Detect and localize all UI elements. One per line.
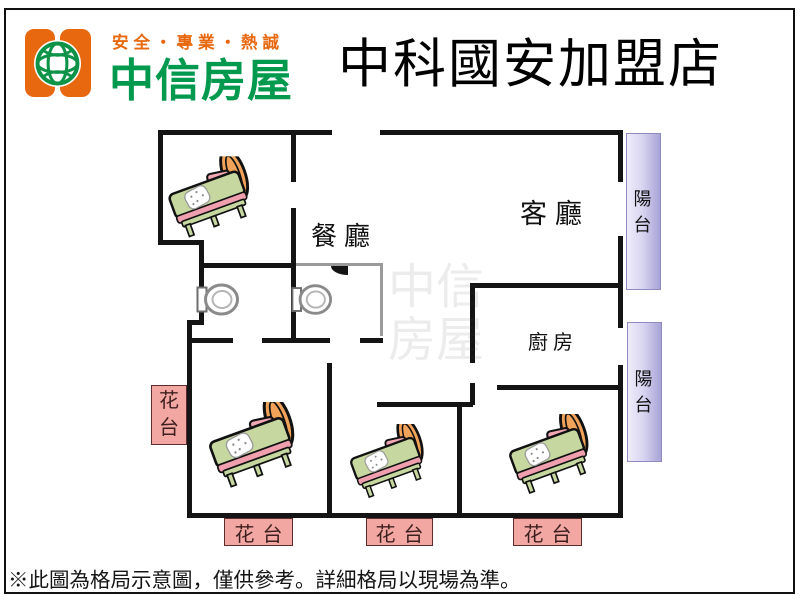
toilet-icon	[291, 282, 333, 318]
bed-icon	[160, 156, 260, 240]
wall-segment	[187, 320, 192, 518]
wall-segment	[470, 283, 623, 288]
wall-segment-gray	[296, 263, 383, 266]
bed-icon	[200, 402, 306, 490]
wall-segment	[199, 263, 296, 268]
dining-room-label: 餐廳	[311, 222, 378, 251]
kitchen-label: 廚房	[528, 332, 578, 354]
flowerbox-left: 花台	[151, 385, 187, 445]
wall-segment	[199, 240, 204, 325]
wall-segment	[327, 363, 332, 515]
page-border	[4, 8, 795, 594]
disclaimer-note: ※此圖為格局示意圖，僅供參考。詳細格局以現場為準。	[8, 570, 521, 592]
wall-segment	[470, 283, 475, 363]
wall-segment	[158, 130, 163, 245]
globe-icon	[34, 40, 81, 87]
wall-segment	[187, 320, 204, 325]
wall-segment	[377, 402, 473, 407]
balcony-bottom-label: 陽台	[634, 369, 653, 416]
wall-segment	[497, 385, 623, 390]
watermark: 中信房屋	[388, 261, 485, 367]
wall-segment	[158, 130, 332, 135]
bed-icon	[342, 424, 434, 500]
living-room-label: 客廳	[520, 199, 590, 229]
wall-segment	[380, 130, 623, 135]
company-slogan: 安全・專業・熱誠	[112, 34, 284, 52]
wall-segment	[470, 383, 475, 405]
wall-segment	[618, 130, 623, 182]
balcony-top-label: 陽台	[633, 189, 652, 236]
balcony-bottom	[627, 322, 662, 462]
company-name: 中信房屋	[109, 55, 294, 106]
wall-segment	[158, 240, 204, 245]
door-swing-icon	[331, 266, 348, 275]
balcony-top	[626, 133, 661, 290]
wall-segment	[618, 236, 623, 328]
flowerbox-bottom-2: 花台	[366, 518, 433, 546]
bed-icon	[500, 414, 600, 496]
wall-segment	[187, 513, 623, 518]
wall-segment	[262, 338, 330, 343]
flowerbox-bottom-1: 花台	[224, 518, 293, 546]
wall-segment	[187, 338, 233, 343]
wall-segment	[291, 208, 296, 343]
wall-segment	[457, 402, 462, 515]
wall-segment	[291, 130, 296, 182]
flowerbox-bottom-3: 花台	[513, 518, 582, 546]
wall-segment-gray	[380, 263, 383, 336]
page-title: 中科國安加盟店	[338, 36, 723, 94]
wall-segment	[618, 365, 623, 518]
toilet-icon	[196, 282, 240, 318]
wall-segment	[360, 338, 383, 343]
